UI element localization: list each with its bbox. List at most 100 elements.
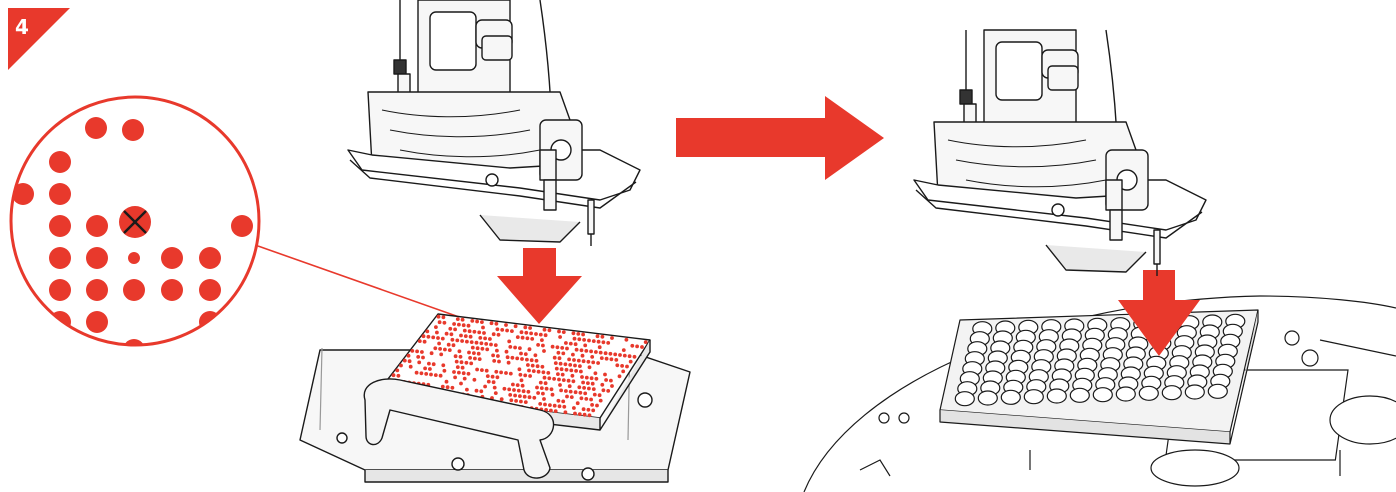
plate-spot [595,334,600,339]
plate-spot [597,393,602,398]
plate-spot [523,373,528,378]
plate-spot [460,339,464,343]
plate-spot [433,346,438,351]
arrow-down-icon [497,248,582,324]
plate-spot [568,341,573,346]
plate-spot [499,397,504,402]
plate-spot [561,378,566,382]
plate-spot [528,374,532,378]
plate-spot [526,363,530,367]
plate-spot [643,340,648,344]
plate-spot [439,352,444,357]
plate-spot [483,336,487,341]
plate-spot [452,322,456,326]
plate-spot [624,337,629,342]
plate-spot [558,335,562,339]
plate-spot [520,383,525,388]
plate-spot [574,347,579,352]
plate-spot [536,343,540,347]
plate-spot [479,341,484,346]
arrow-down-icon [1118,270,1200,356]
plate-spot [513,393,517,398]
plate-spot [618,353,622,357]
plate-spot [577,412,582,416]
plate-spot [395,368,400,373]
plate-spot [586,359,591,364]
plate-spot [463,334,468,338]
plate-spot [459,381,463,386]
plate-spot [543,402,547,407]
plate-spot [621,348,626,352]
plate-spot [472,329,477,334]
plate-spot [587,386,591,391]
plate-spot [609,378,613,383]
plate-spot [530,363,535,368]
plate-spot [515,356,520,361]
plate-spot [510,329,514,333]
plate-spot [543,333,548,338]
plate-spot [571,379,576,384]
plate-spot [535,385,539,390]
plate-spot [534,332,538,336]
plate-spot [476,351,481,356]
plate-spot [505,355,510,360]
plate-spot [458,354,463,359]
plate-spot [586,407,591,412]
plate-spot [544,386,549,391]
plate-spot [542,327,547,332]
plate-spot [415,349,419,354]
arrow-right-icon [676,96,884,180]
plate-spot [600,334,605,339]
plate-spot [601,340,606,345]
well [1092,387,1113,403]
plate-spot [460,317,465,322]
plate-spot [589,397,593,402]
plate-spot [572,336,577,341]
plate-spot [444,331,449,336]
plate-spot [486,379,491,384]
plate-spot [557,356,562,361]
plate-spot [478,336,483,340]
plate-spot [578,364,582,368]
zoom-dot [123,279,145,301]
plate-spot [475,367,479,372]
zoom-dot [49,279,71,301]
plate-spot [533,353,538,358]
zoom-dot [122,119,144,141]
plate-spot [572,406,576,410]
plate-spot [440,336,445,341]
plate-spot [527,347,532,352]
plate-spot [539,386,544,390]
plate-spot [436,314,441,319]
plate-spot [541,370,546,375]
plate-spot [544,408,548,412]
plate-spot [579,396,584,401]
plate-spot [452,370,456,374]
plate-spot [590,381,595,386]
plate-spot [573,390,578,395]
plate-spot [525,357,529,362]
plate-spot [524,330,529,335]
plate-spot [451,343,456,348]
plate-spot [587,413,592,418]
plate-spot [488,337,492,341]
plate-spot [553,361,558,365]
plate-spot [485,347,490,352]
plate-spot [581,380,585,385]
plate-spot [613,352,618,357]
zoom-dot [49,151,71,173]
plate-spot [505,328,509,333]
plate-spot [466,323,471,328]
plate-spot [557,377,561,382]
plate-spot [523,352,528,356]
plate-spot [518,372,523,377]
plate-spot [573,363,577,368]
plate-spot [473,356,477,361]
plate-spot [467,329,472,334]
plate-spot [424,372,429,376]
plate-spot [560,372,565,377]
plate-spot [408,364,413,369]
plate-spot [561,399,566,404]
plate-spot [573,342,578,347]
plate-spot [556,372,560,376]
